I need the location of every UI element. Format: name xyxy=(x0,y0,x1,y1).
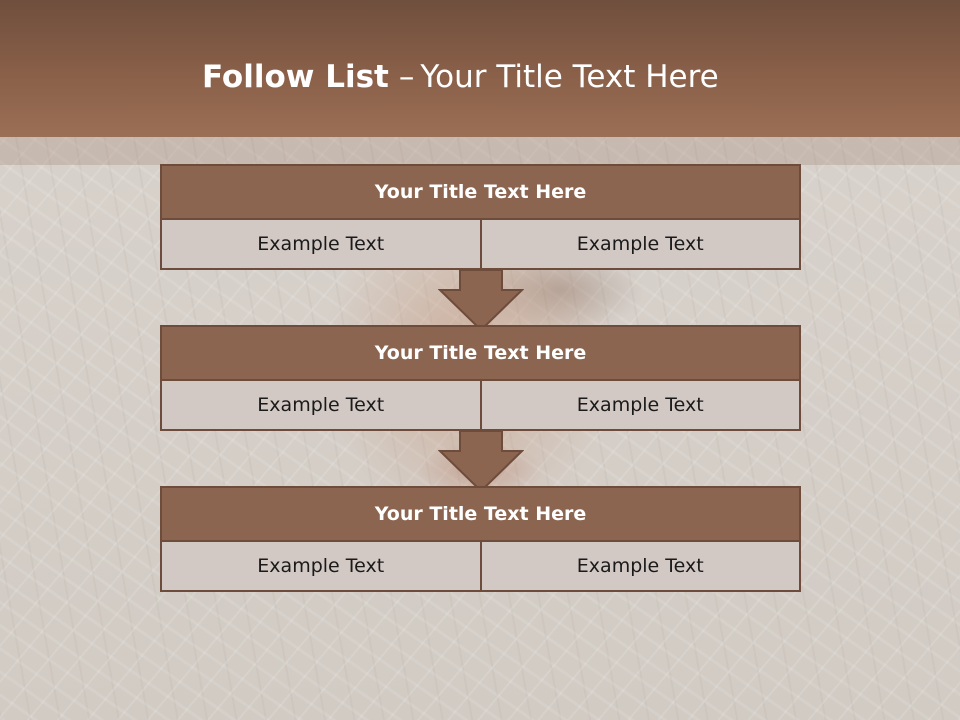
block-cell-left: Example Text xyxy=(160,542,482,592)
block-title: Your Title Text Here xyxy=(160,164,801,220)
title-bold-part: Follow List xyxy=(202,59,389,95)
list-block-3: Your Title Text Here Example Text Exampl… xyxy=(160,486,801,592)
header-shadow-band xyxy=(0,137,960,165)
list-block-2: Your Title Text Here Example Text Exampl… xyxy=(160,325,801,431)
title-separator: – xyxy=(398,59,415,95)
list-block-1: Your Title Text Here Example Text Exampl… xyxy=(160,164,801,270)
block-cell-left: Example Text xyxy=(160,381,482,431)
block-cell-left: Example Text xyxy=(160,220,482,270)
title-rest-part: Your Title Text Here xyxy=(420,59,719,95)
block-cell-right: Example Text xyxy=(481,381,801,431)
down-arrow-icon xyxy=(438,270,524,332)
down-arrow-icon xyxy=(438,431,524,493)
block-row: Example Text Example Text xyxy=(160,220,801,270)
block-row: Example Text Example Text xyxy=(160,542,801,592)
header-bar: Follow List–Your Title Text Here xyxy=(0,0,960,137)
block-row: Example Text Example Text xyxy=(160,381,801,431)
block-cell-right: Example Text xyxy=(481,542,801,592)
block-title: Your Title Text Here xyxy=(160,325,801,381)
block-cell-right: Example Text xyxy=(481,220,801,270)
block-title: Your Title Text Here xyxy=(160,486,801,542)
slide-title: Follow List–Your Title Text Here xyxy=(202,55,719,99)
